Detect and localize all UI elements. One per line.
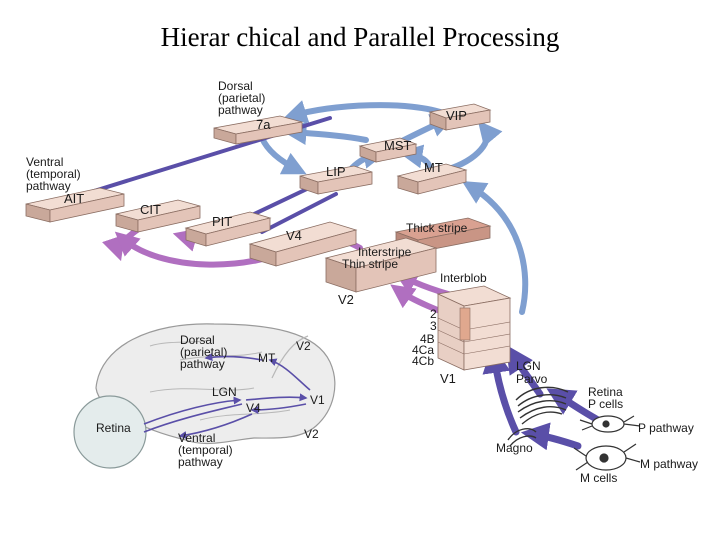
parvo-to-v1: [505, 344, 544, 398]
box-v4: V4: [248, 221, 358, 267]
dorsal-label-line-1: Dorsal: [218, 79, 253, 93]
dorsal-label-line-2: (parietal): [218, 91, 265, 105]
inset-retina-to-lgn: [143, 396, 242, 425]
m-cell-neuron: [573, 443, 641, 471]
p-cell-neuron: [579, 415, 641, 433]
box-mt: MT: [396, 160, 468, 195]
label-retina-p-1: Retina: [588, 385, 623, 399]
v1-cube: V1: [436, 285, 512, 386]
label-interblob: Interblob: [440, 271, 487, 285]
box-7a: 7a: [213, 115, 303, 145]
label-v1: V1: [440, 371, 456, 386]
label-magno: Magno: [496, 441, 533, 455]
inset-retina-to-lgn-2: [143, 403, 243, 433]
box-v2: Interstripe Thin stripe V2: [324, 237, 438, 307]
magno-to-v1: [482, 344, 520, 436]
layer-4b: 4B: [420, 332, 435, 346]
inset-ventral-3: pathway: [178, 455, 223, 469]
v4-pit-line: [260, 192, 338, 234]
label-retina-p-2: P cells: [588, 397, 623, 411]
inset-v4: V4: [246, 401, 261, 415]
inset-dorsal-2: (parietal): [180, 345, 227, 359]
box-pit: PIT: [184, 211, 272, 247]
box-mst: MST: [358, 137, 418, 163]
ventral-label-line-3: pathway: [26, 179, 71, 193]
label-interstripe: Interstripe: [358, 245, 412, 259]
label-mt: MT: [424, 160, 443, 175]
inset-ventral-stream: [178, 413, 253, 439]
slide-title: Hierar chical and Parallel Processing: [160, 22, 560, 52]
box-cit: CIT: [115, 199, 201, 233]
inset-dorsal-3: pathway: [180, 357, 225, 371]
dorsal-pathway-label: Dorsal (parietal) pathway: [218, 79, 265, 117]
layer-labels: 2 3 4B 4Ca 4Cb: [412, 307, 437, 368]
magno-shape: [507, 428, 537, 447]
label-ait: AIT: [64, 191, 84, 206]
inset-ventral-2: (temporal): [178, 443, 233, 457]
arrow-mst-to-7a: [282, 121, 369, 145]
inset-dorsal-1: Dorsal: [180, 333, 215, 347]
inset-v1: V1: [310, 393, 325, 407]
inset-lgn-to-v1: [245, 393, 308, 402]
label-thin-stripe: Thin stripe: [342, 257, 398, 271]
inset-dorsal-stream: [204, 353, 263, 362]
label-7a: 7a: [256, 117, 271, 132]
ventral-pathway-label: Ventral (temporal) pathway: [26, 155, 81, 193]
label-cit: CIT: [140, 202, 161, 217]
layer-4ca: 4Ca: [412, 343, 434, 357]
label-m-pathway: M pathway: [640, 457, 698, 471]
arrow-v1-to-mt: [461, 181, 529, 315]
lgn-shape: [515, 386, 569, 425]
arrow-mt-to-vip-right: [443, 120, 503, 173]
box-vip: VIP: [428, 103, 492, 131]
inset-mt: MT: [258, 351, 276, 365]
brain-inset: Dorsal (parietal) pathway MT V2 LGN V4 V…: [73, 323, 336, 469]
label-mst: MST: [384, 138, 412, 153]
label-p-pathway: P pathway: [638, 421, 694, 435]
ventral-label-line-1: Ventral: [26, 155, 63, 169]
label-lip: LIP: [326, 164, 346, 179]
layer-2: 2: [430, 307, 437, 321]
inset-v2-top: V2: [296, 339, 311, 353]
layer-4cb: 4Cb: [412, 354, 434, 368]
label-parvo: Parvo: [516, 372, 548, 386]
label-thick-stripe: Thick stripe: [406, 221, 468, 235]
dorsal-label-line-3: pathway: [218, 103, 263, 117]
arrow-vip-to-7a: [282, 100, 449, 124]
inset-retina: Retina: [96, 421, 131, 435]
label-pit: PIT: [212, 214, 232, 229]
ventral-label-line-2: (temporal): [26, 167, 81, 181]
inset-ventral-1: Ventral: [178, 431, 215, 445]
label-v4: V4: [286, 228, 302, 243]
box-ait: AIT: [25, 187, 125, 223]
layer-3: 3: [430, 319, 437, 333]
label-v2: V2: [338, 292, 354, 307]
m-cells-to-magno: [520, 422, 582, 451]
box-lip: LIP: [299, 164, 373, 195]
label-vip: VIP: [446, 108, 467, 123]
arrow-7a-to-lip: [259, 135, 307, 175]
inset-v1-to-mt: [268, 358, 311, 391]
label-lgn: LGN: [516, 359, 541, 373]
inset-v1-to-v4: [250, 403, 307, 414]
inset-lgn: LGN: [212, 385, 237, 399]
inset-v2-bottom: V2: [304, 427, 319, 441]
label-m-cells: M cells: [580, 471, 617, 485]
box-thick-stripe: Thick stripe: [394, 217, 492, 253]
